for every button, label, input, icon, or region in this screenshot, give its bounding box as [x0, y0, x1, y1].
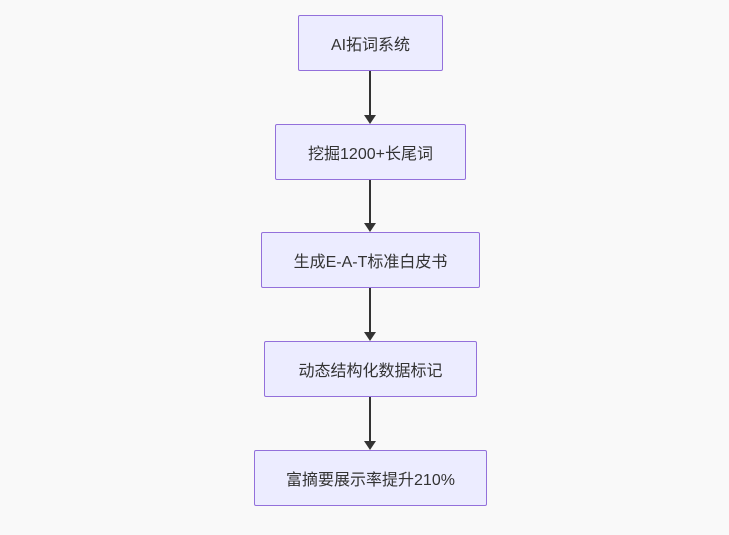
flowchart-node-structured-data-markup: 动态结构化数据标记: [264, 341, 477, 397]
node-label: 动态结构化数据标记: [298, 363, 443, 380]
node-label: 挖掘1200+长尾词: [308, 146, 433, 163]
flowchart-node-rich-snippet-result: 富摘要展示率提升210%: [254, 450, 487, 506]
arrow-line: [369, 397, 371, 441]
flowchart-node-ai-keyword-system: AI拓词系统: [298, 15, 443, 71]
flowchart-node-longtail-mining: 挖掘1200+长尾词: [275, 124, 466, 180]
node-label: 富摘要展示率提升210%: [286, 472, 455, 489]
flow-arrow-1: [364, 71, 376, 124]
arrow-line: [369, 180, 371, 223]
flow-arrow-2: [364, 180, 376, 232]
flow-arrow-3: [364, 288, 376, 341]
flowchart-node-eat-whitepaper: 生成E-A-T标准白皮书: [261, 232, 480, 288]
node-label: AI拓词系统: [330, 37, 411, 54]
arrowhead-down-icon: [364, 332, 376, 341]
flow-arrow-4: [364, 397, 376, 450]
arrowhead-down-icon: [364, 223, 376, 232]
arrow-line: [369, 71, 371, 115]
arrowhead-down-icon: [364, 441, 376, 450]
arrow-line: [369, 288, 371, 332]
arrowhead-down-icon: [364, 115, 376, 124]
node-label: 生成E-A-T标准白皮书: [293, 254, 448, 271]
